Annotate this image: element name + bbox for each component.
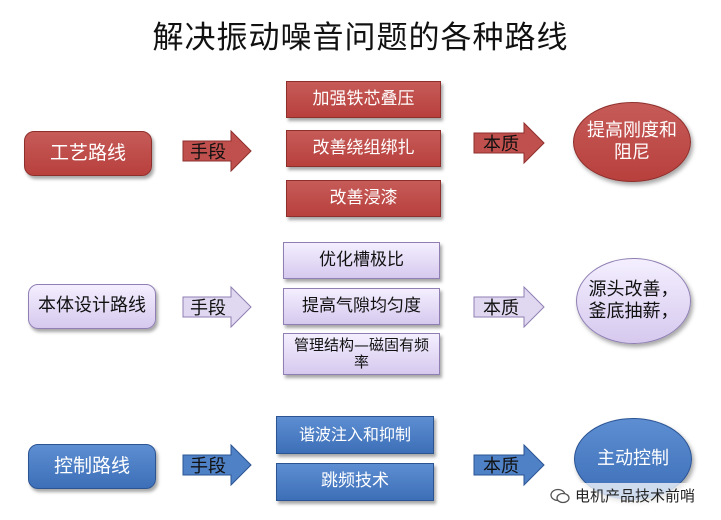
craft-box-1: 加强铁芯叠压: [286, 81, 441, 118]
goal-control-label: 主动控制: [597, 447, 669, 469]
means-label-control: 手段: [190, 456, 226, 477]
goal-craft-label: 提高刚度和阻尼: [587, 119, 677, 164]
page-title: 解决振动噪音问题的各种路线: [152, 20, 569, 56]
control-box-2: 跳频技术: [276, 463, 434, 501]
means-arrow-design: [182, 285, 252, 329]
control-box-1: 谐波注入和抑制: [276, 416, 434, 454]
craft-box-3-label: 改善浸漆: [329, 187, 398, 208]
route-craft: 工艺路线: [24, 131, 152, 176]
means-arrow-craft: [182, 129, 252, 173]
route-design: 本体设计路线: [28, 284, 156, 329]
route-control: 控制路线: [28, 444, 156, 489]
design-box-3-label: 管理结构—磁固有频率: [293, 335, 429, 371]
design-box-3: 管理结构—磁固有频率: [283, 333, 440, 375]
wechat-icon: [550, 488, 570, 503]
essence-arrow-design: [473, 285, 545, 329]
means-label-design: 手段: [190, 298, 226, 319]
design-box-2-label: 提高气隙均匀度: [302, 295, 421, 316]
route-design-label: 本体设计路线: [38, 295, 146, 317]
route-craft-label: 工艺路线: [49, 141, 126, 164]
design-box-1: 优化槽极比: [283, 242, 440, 279]
essence-arrow-control: [473, 443, 545, 487]
craft-box-2: 改善绕组绑扎: [286, 130, 441, 167]
control-box-2-label: 跳频技术: [321, 471, 389, 492]
goal-craft: 提高刚度和阻尼: [573, 102, 691, 182]
watermark: 电机产品技术前哨: [545, 483, 699, 508]
goal-design: 源头改善，釜底抽薪，: [576, 258, 691, 344]
means-label-craft: 手段: [190, 142, 226, 163]
essence-label-design: 本质: [483, 298, 519, 319]
control-box-1-label: 谐波注入和抑制: [298, 424, 411, 444]
craft-box-2-label: 改善绕组绑扎: [312, 137, 415, 158]
design-box-1-label: 优化槽极比: [319, 249, 404, 270]
essence-label-control: 本质: [483, 456, 519, 477]
essence-arrow-craft: [473, 121, 545, 165]
craft-box-3: 改善浸漆: [286, 180, 441, 217]
craft-box-1-label: 加强铁芯叠压: [312, 88, 415, 109]
route-control-label: 控制路线: [53, 454, 130, 477]
goal-design-label: 源头改善，釜底抽薪，: [588, 278, 679, 323]
means-arrow-control: [182, 443, 252, 487]
watermark-label: 电机产品技术前哨: [574, 487, 695, 505]
design-box-2: 提高气隙均匀度: [283, 288, 440, 325]
essence-label-craft: 本质: [483, 134, 519, 155]
